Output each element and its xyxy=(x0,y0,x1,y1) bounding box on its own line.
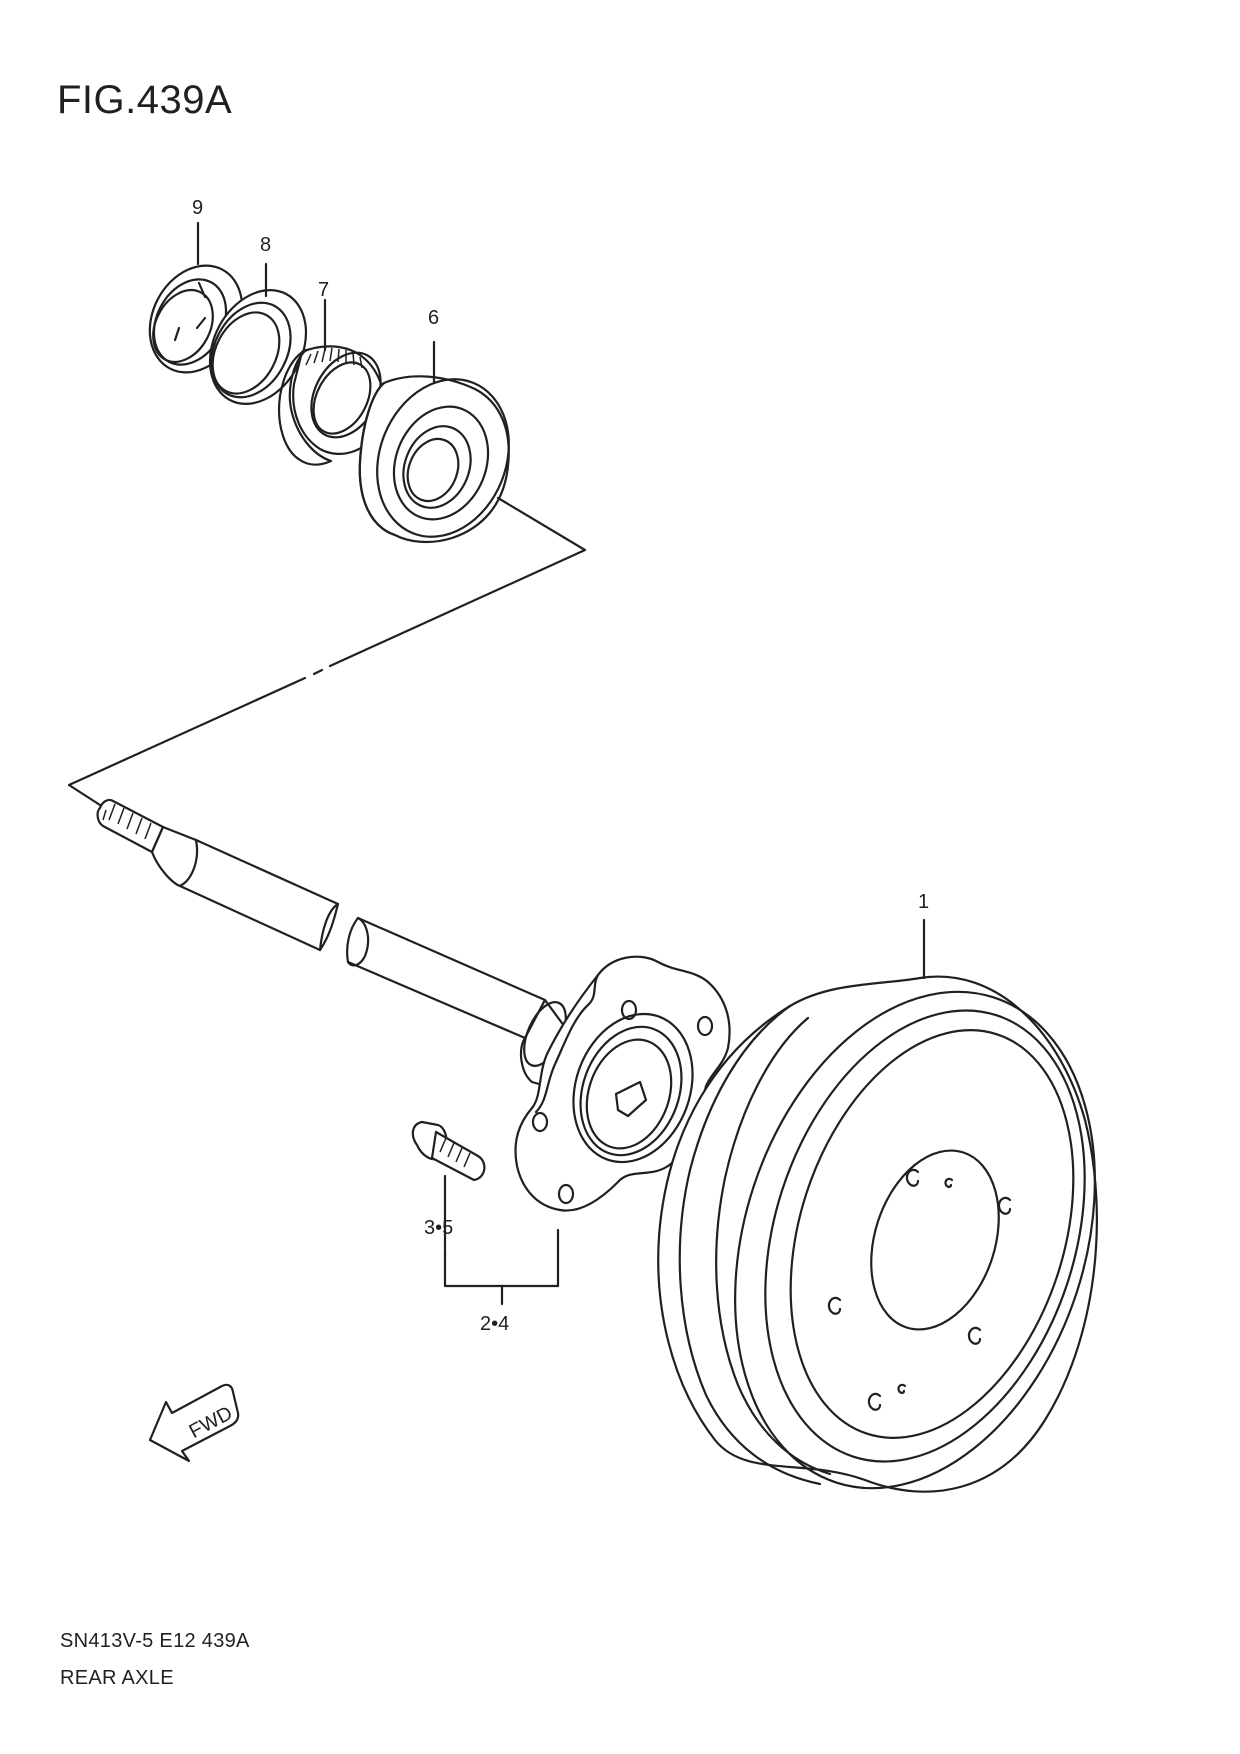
group-bracket xyxy=(443,1174,560,1306)
part-6-ball-bearing xyxy=(358,375,510,544)
callout-9: 9 xyxy=(192,197,203,219)
part-7-roller-bearing xyxy=(278,345,386,466)
footer-code: SN413V-5 E12 439A xyxy=(60,1630,250,1652)
assembly-line xyxy=(67,496,587,807)
callout-1: 1 xyxy=(918,891,929,913)
hub-bolt xyxy=(411,1120,486,1182)
figure-title: FIG.439A xyxy=(57,78,233,122)
callout-2-4: 2•4 xyxy=(480,1313,509,1335)
leader-lines xyxy=(196,221,926,980)
fwd-arrow-icon: FWD xyxy=(148,1383,240,1463)
callout-6: 6 xyxy=(428,307,439,329)
callout-3-5: 3•5 xyxy=(424,1217,453,1239)
callout-8: 8 xyxy=(260,234,271,256)
axle-flange xyxy=(514,955,731,1212)
rear-axle-shaft xyxy=(96,798,572,1092)
part-8-oil-seal xyxy=(208,289,308,405)
part-1-brake-drum xyxy=(657,975,1098,1493)
footer-name: REAR AXLE xyxy=(60,1667,174,1689)
callout-7: 7 xyxy=(318,279,329,301)
